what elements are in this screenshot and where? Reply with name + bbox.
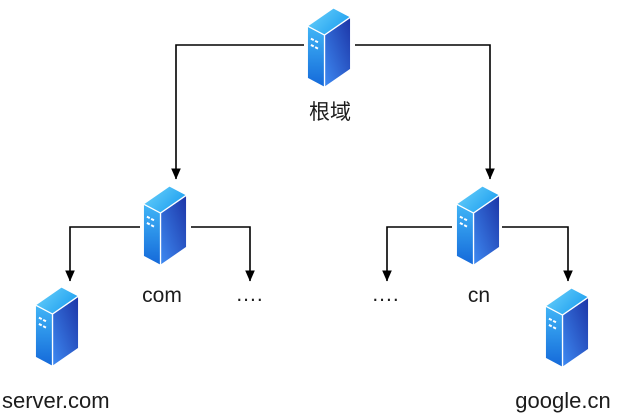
server-icon (34, 285, 80, 368)
server-com-label: server.com (2, 388, 110, 413)
ellipsis-label-left: .... (236, 283, 264, 306)
connector-com-to-others (191, 226, 255, 282)
server-icon (142, 184, 188, 267)
connector-cn-to-others (382, 226, 452, 282)
connector-cn-to-googlecn (502, 226, 573, 282)
server-icon (306, 6, 352, 89)
connector-root-to-com (171, 44, 304, 180)
root-domain-label: 根域 (309, 101, 351, 124)
cn-domain-label: cn (467, 284, 491, 307)
com-domain-label: com (142, 284, 182, 307)
google-cn-label: google.cn (515, 388, 611, 413)
server-icon (544, 286, 590, 369)
connector-root-to-cn (355, 44, 495, 180)
server-icon (455, 184, 501, 267)
ellipsis-label-right: .... (372, 283, 400, 306)
connector-com-to-servercom (65, 226, 140, 282)
